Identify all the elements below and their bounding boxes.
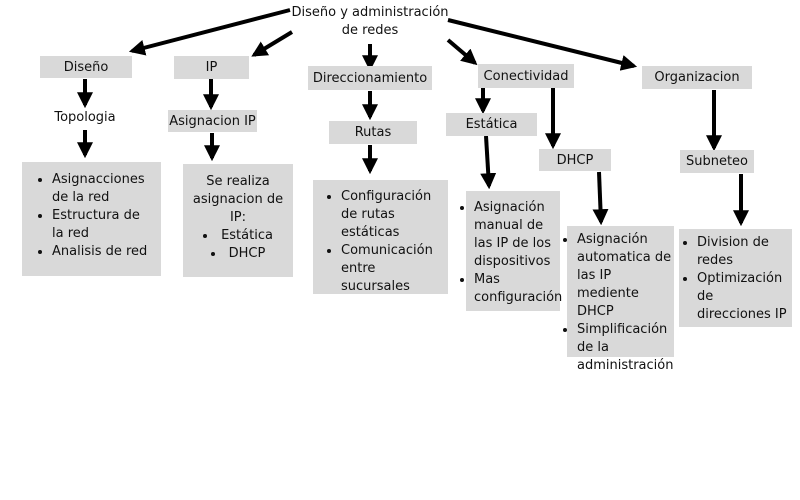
rutas-node: Rutas <box>329 121 417 144</box>
list-item: Analisis de red <box>52 243 155 261</box>
arrow-root-to-ip <box>251 30 294 57</box>
dhcp-node: DHCP <box>539 149 611 171</box>
list-item: Simplificación de la administración <box>577 321 673 375</box>
organizacion-label: Organizacion <box>654 70 740 85</box>
list-item: Configuración de rutas estáticas <box>341 188 444 242</box>
arrow-dhcp-to-list <box>592 171 609 226</box>
direccionamiento-list-box: Configuración de rutas estáticas Comunic… <box>313 180 448 294</box>
arrow-root-to-organizacion <box>447 18 638 71</box>
ip-node: IP <box>174 56 249 79</box>
asignacion-ip-node: Asignacion IP <box>168 110 257 132</box>
list-item: Comunicación entre sucursales <box>341 242 444 296</box>
list-item: Asignacciones de la red <box>52 171 155 207</box>
estatica-list-box: Asignación manual de las IP de los dispo… <box>466 191 562 311</box>
list-item: DHCP <box>187 245 289 263</box>
direccionamiento-node: Direccionamiento <box>308 66 432 90</box>
list-item: Estática <box>187 227 289 245</box>
subneteo-label: Subneteo <box>685 154 749 169</box>
list-item: Estructura de la red <box>52 207 155 243</box>
asignacion-ip-label: Asignacion IP <box>169 113 256 129</box>
rutas-label: Rutas <box>354 125 392 140</box>
dhcp-label: DHCP <box>556 152 594 168</box>
direccionamiento-label: Direccionamiento <box>312 70 428 86</box>
conectividad-label: Conectividad <box>483 68 569 84</box>
list-item: Asignación manual de las IP de los dispo… <box>474 199 558 271</box>
estatica-label: Estática <box>465 117 518 132</box>
arrow-root-to-diseno <box>128 8 291 56</box>
ip-description: Se realiza asignacion de IP: <box>192 174 284 225</box>
root-title: Diseño y administración de redes <box>291 5 449 38</box>
ip-list-box: Se realiza asignacion de IP: Estática DH… <box>183 164 293 277</box>
dhcp-list-box: Asignación automatica de las IP mediente… <box>567 226 674 373</box>
list-item: Optimización de direcciones IP <box>697 270 790 324</box>
diseno-list-box: Asignacciones de la red Estructura de la… <box>22 162 161 276</box>
topologia-node: Topologia <box>40 110 130 125</box>
diseno-label: Diseño <box>63 59 109 75</box>
list-item: Division de redes <box>697 234 790 270</box>
organizacion-list-box: Division de redes Optimización de direcc… <box>679 229 792 327</box>
estatica-node: Estática <box>446 113 537 136</box>
diseno-node: Diseño <box>40 56 132 78</box>
arrow-root-to-conectividad <box>446 38 478 66</box>
conectividad-node: Conectividad <box>478 64 574 88</box>
topologia-label: Topologia <box>54 110 116 125</box>
list-item: Asignación automatica de las IP mediente… <box>577 231 672 321</box>
ip-label: IP <box>205 60 218 75</box>
organizacion-node: Organizacion <box>642 66 752 89</box>
list-item: Mas configuración <box>474 271 562 307</box>
arrow-estatica-to-list <box>480 135 497 190</box>
subneteo-node: Subneteo <box>680 150 754 173</box>
root-node: Diseño y administración de redes <box>290 4 450 40</box>
